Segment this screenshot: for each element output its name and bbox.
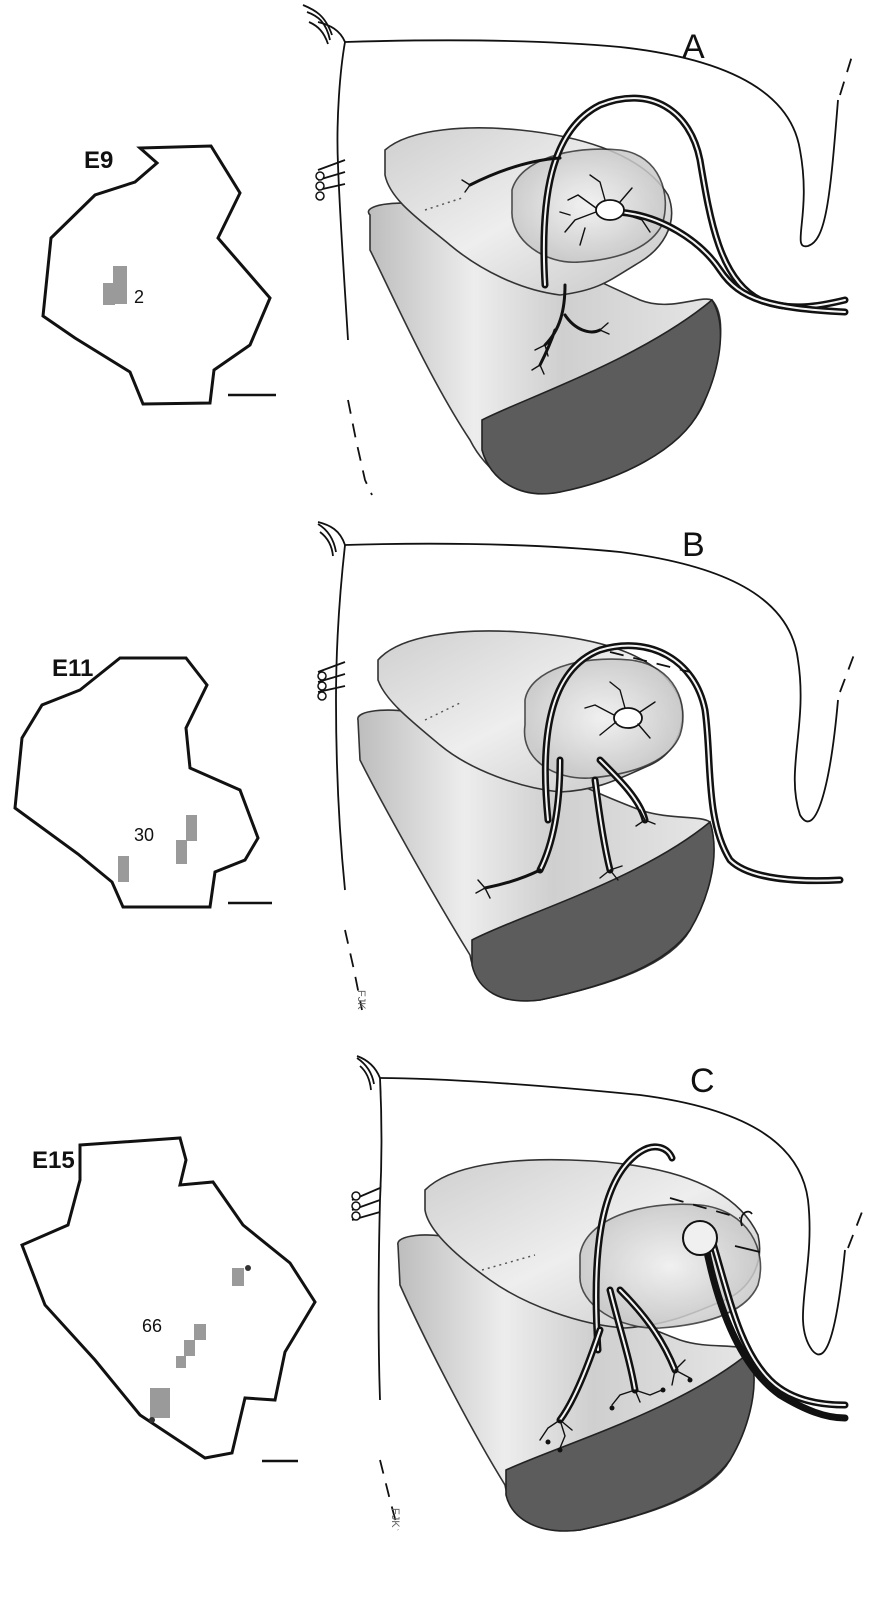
tectum-drawing xyxy=(398,1160,761,1531)
cell-count-label: 66 xyxy=(142,1316,162,1336)
panel-label: B xyxy=(682,526,705,564)
cell-count-label: 2 xyxy=(134,287,144,307)
stage-label: E15 xyxy=(32,1147,75,1174)
labeled-region xyxy=(186,815,197,841)
artist-signature: FJK xyxy=(355,990,367,1010)
panel-label: A xyxy=(682,28,705,66)
tectum-drawing xyxy=(368,128,720,494)
labeled-region xyxy=(103,283,115,305)
labeled-region xyxy=(232,1268,244,1286)
labeled-region xyxy=(176,840,187,864)
labeled-region xyxy=(150,1388,170,1418)
section-outline-e15 xyxy=(22,1138,315,1458)
stage-label: E11 xyxy=(52,655,93,682)
panel-c: E15 66 xyxy=(22,1056,862,1531)
stage-label: E9 xyxy=(84,147,113,174)
panel-b: E11 30 xyxy=(15,522,855,1010)
labeled-region xyxy=(118,856,129,882)
labeled-region xyxy=(194,1324,206,1340)
labeled-region xyxy=(176,1356,186,1368)
tectum-drawing xyxy=(358,631,714,1001)
artist-signature: FJK xyxy=(389,1508,401,1528)
panel-label: C xyxy=(690,1062,715,1100)
section-outline-e11 xyxy=(15,658,258,907)
cell-count-label: 30 xyxy=(134,825,154,845)
section-outline-e9 xyxy=(43,146,270,404)
labeled-region xyxy=(184,1340,195,1356)
panel-a: E9 2 xyxy=(43,5,852,495)
labeled-region xyxy=(113,266,127,304)
